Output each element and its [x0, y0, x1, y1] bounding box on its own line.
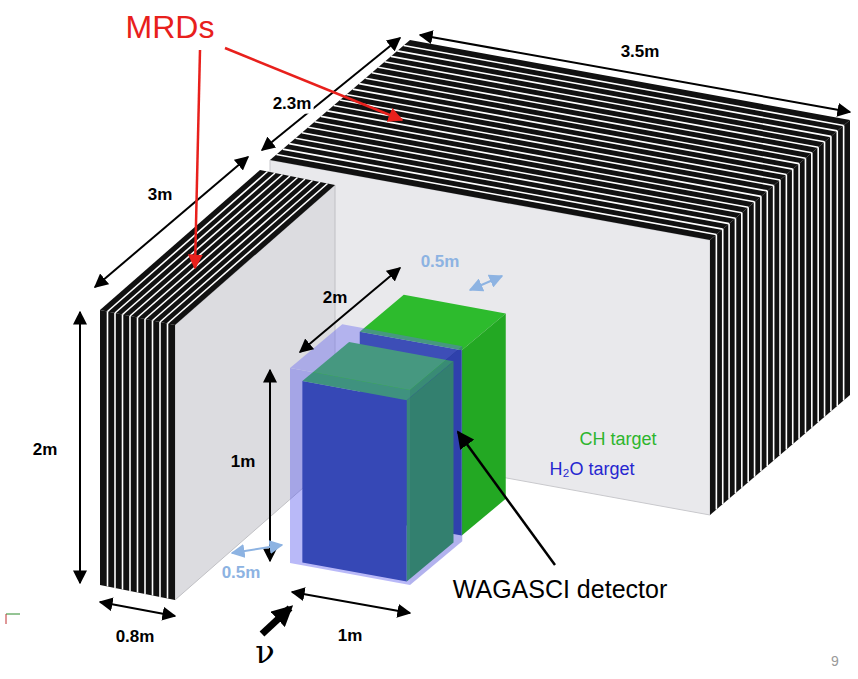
dimension-arrow	[95, 157, 248, 287]
beam-arrow	[262, 608, 290, 634]
mrd-pointer	[225, 48, 402, 120]
detector-pointer	[458, 432, 555, 565]
dimension-arrow	[100, 602, 175, 616]
pointer-arrows	[195, 48, 555, 634]
gap-arrow	[232, 545, 282, 553]
dimension-label: 0.5m	[222, 564, 261, 583]
dimension-label: 0.8m	[116, 628, 155, 647]
dimension-label: 1m	[338, 627, 363, 646]
h2o-target	[290, 324, 462, 585]
dimension-arrow	[292, 592, 410, 613]
dimension-label: 0.5m	[421, 253, 460, 272]
part-label: H₂O target	[549, 460, 634, 480]
dimension-arrow	[269, 370, 271, 561]
dimension-label: 2m	[33, 441, 58, 460]
dimension-label: 3.5m	[621, 43, 660, 62]
dimension-arrow	[79, 312, 81, 583]
dimension-label: 1m	[231, 453, 256, 472]
dimension-label: 3m	[148, 186, 173, 205]
dimension-arrow	[262, 38, 400, 150]
dimension-arrow	[420, 35, 850, 112]
beam-symbol: ν	[255, 635, 274, 670]
dimension-arrows	[80, 35, 850, 616]
callout-label: MRDs	[126, 10, 215, 45]
page-number: 9	[831, 654, 839, 669]
gap-arrow	[470, 276, 502, 290]
part-label: CH target	[579, 430, 656, 450]
dimension-arrow	[300, 268, 400, 352]
axis-icon	[6, 614, 20, 624]
dimension-label: 2m	[323, 289, 348, 308]
dimension-label: 2.3m	[271, 95, 314, 114]
mrd-pointer	[195, 50, 200, 268]
part-label: WAGASCI detector	[453, 576, 667, 604]
